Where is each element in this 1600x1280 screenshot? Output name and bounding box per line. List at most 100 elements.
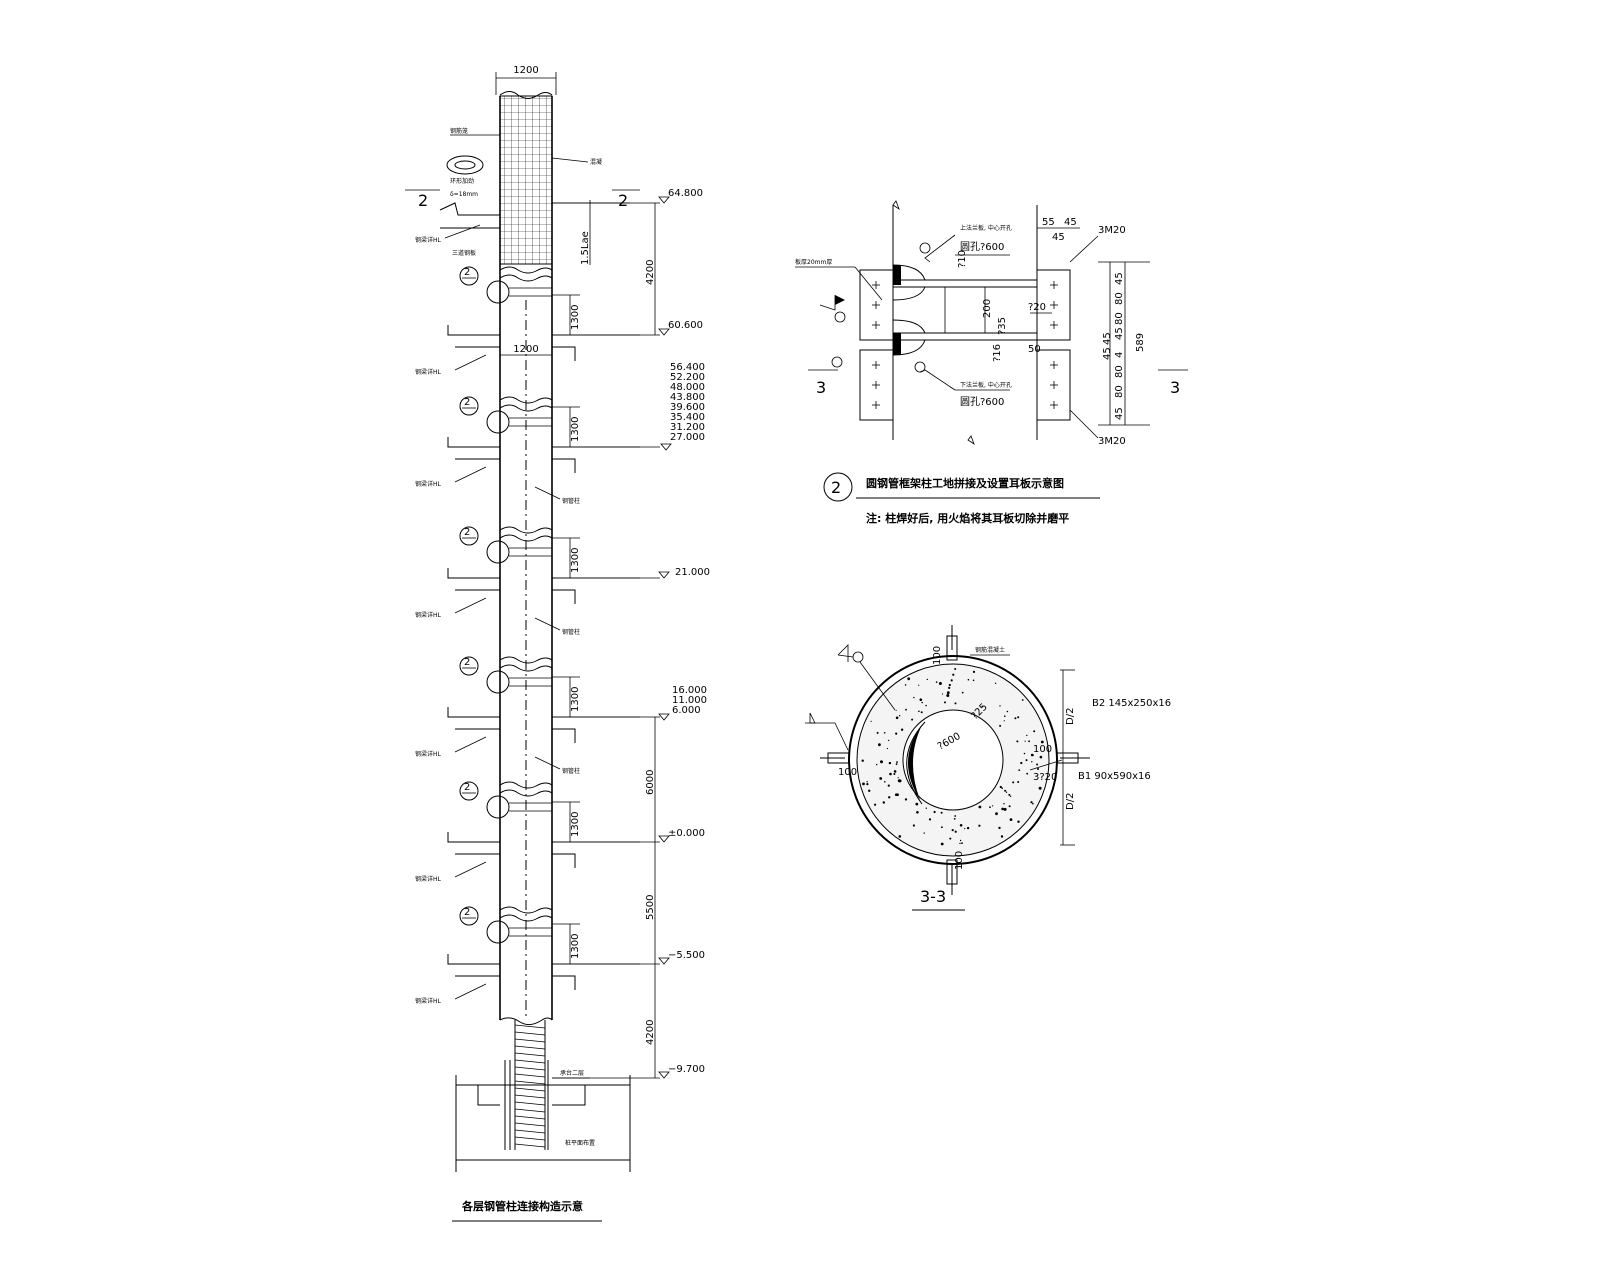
svg-text:45: 45 — [1114, 272, 1125, 285]
segment-height: 1300 — [570, 812, 581, 837]
svg-text:下法兰板, 中心开孔: 下法兰板, 中心开孔 — [960, 381, 1012, 389]
svg-text:100: 100 — [1033, 744, 1052, 755]
svg-text:80: 80 — [1114, 312, 1125, 325]
splice-segment: 2 1300 钢梁详HL 钢管柱 — [415, 396, 640, 505]
svg-text:80: 80 — [1114, 292, 1125, 305]
detail-mark: 2 — [464, 907, 470, 918]
svg-text:4: 4 — [1114, 352, 1125, 358]
svg-text:48.000: 48.000 — [670, 382, 705, 393]
svg-text:45: 45 — [1102, 332, 1113, 345]
svg-text:3: 3 — [1170, 378, 1180, 397]
beam-label: 钢梁详HL — [415, 997, 442, 1005]
column-width-label: 1200 — [513, 65, 538, 76]
svg-text:钢梁详HL: 钢梁详HL — [415, 236, 442, 244]
svg-text:3: 3 — [816, 378, 826, 397]
segment-height: 1300 — [570, 417, 581, 442]
svg-text:52.200: 52.200 — [670, 372, 705, 383]
svg-text:55: 55 — [1042, 217, 1055, 228]
pipe-label: 钢管柱 — [562, 497, 580, 505]
bolt — [872, 301, 880, 309]
anchor-length: 1.5Lae — [580, 231, 591, 265]
svg-text:板厚20mm厚: 板厚20mm厚 — [795, 258, 832, 266]
elev-60600: 60.600 — [668, 320, 703, 331]
svg-text:50: 50 — [1028, 344, 1041, 355]
svg-text:6000: 6000 — [645, 770, 656, 795]
svg-text:上法兰板, 中心开孔: 上法兰板, 中心开孔 — [960, 224, 1012, 232]
svg-text:?10: ?10 — [957, 250, 968, 268]
svg-text:?16: ?16 — [992, 344, 1003, 362]
column-elevation: 1200 钢筋笼 混凝 环形加劲 δ=18mm 2 2 1.5Lae 钢梁详HL… — [405, 65, 710, 1222]
segment-height: 1300 — [570, 548, 581, 573]
beam-label: 钢梁详HL — [415, 611, 442, 619]
detail-mark: 2 — [464, 397, 470, 408]
section-mark-left: 2 — [418, 191, 428, 210]
bolt — [872, 381, 880, 389]
svg-text:100: 100 — [838, 767, 857, 778]
detail-number: 2 — [831, 478, 841, 497]
splice-segment: 2 1300 钢梁详HL — [415, 906, 640, 1005]
section-title: 3-3 — [920, 887, 946, 906]
svg-text:5500: 5500 — [645, 895, 656, 920]
svg-text:钢筋笼: 钢筋笼 — [450, 127, 468, 135]
svg-text:16.000: 16.000 — [672, 685, 707, 696]
svg-text:−9.700: −9.700 — [668, 1064, 705, 1075]
svg-text:1200: 1200 — [513, 344, 538, 355]
svg-text:3?20: 3?20 — [1033, 772, 1057, 783]
svg-text:混凝: 混凝 — [590, 158, 602, 166]
plate-thickness: δ=18mm — [450, 191, 478, 198]
detail-mark: 2 — [464, 527, 470, 538]
svg-text:4200: 4200 — [645, 1020, 656, 1045]
total-dim: 589 — [1135, 333, 1146, 352]
svg-text:45: 45 — [1052, 232, 1065, 243]
beam-label: 钢梁详HL — [415, 480, 442, 488]
beam-label: 钢梁详HL — [415, 368, 442, 376]
bolts-bottom: 3M20 — [1098, 436, 1126, 447]
bolt — [872, 281, 880, 289]
svg-text:承台二层: 承台二层 — [560, 1069, 584, 1077]
svg-text:80: 80 — [1114, 385, 1125, 398]
svg-text:100: 100 — [954, 851, 965, 870]
segment-height: 1300 — [570, 687, 581, 712]
svg-text:6.000: 6.000 — [672, 705, 701, 716]
svg-text:−5.500: −5.500 — [668, 950, 705, 961]
splice-segment: 2 1300 钢梁详HL — [415, 781, 640, 883]
detail-mark: 2 — [464, 657, 470, 668]
beam-label: 钢梁详HL — [415, 750, 442, 758]
bolt — [1050, 381, 1058, 389]
detail-2-splice: 上法兰板, 中心开孔 圆孔?600 下法兰板, 中心开孔 圆孔?600 板厚20… — [795, 200, 1188, 525]
svg-text:?35: ?35 — [997, 317, 1008, 335]
svg-text:200: 200 — [982, 299, 993, 318]
detail-note: 注: 柱焊好后, 用火焰将其耳板切除并磨平 — [866, 511, 1069, 525]
svg-text:45: 45 — [1114, 327, 1125, 340]
svg-text:圆孔?600: 圆孔?600 — [960, 396, 1004, 408]
svg-text:4200: 4200 — [645, 260, 656, 285]
svg-text:钢筋混凝土: 钢筋混凝土 — [975, 646, 1005, 654]
svg-text:±0.000: ±0.000 — [668, 828, 705, 839]
bolt — [1050, 301, 1058, 309]
bolt — [872, 321, 880, 329]
svg-text:11.000: 11.000 — [672, 695, 707, 706]
svg-text:圆孔?600: 圆孔?600 — [960, 241, 1004, 253]
segment-height: 1300 — [570, 305, 581, 330]
svg-text:27.000: 27.000 — [670, 432, 705, 443]
svg-text:43.800: 43.800 — [670, 392, 705, 403]
segment-height: 1300 — [570, 934, 581, 959]
detail-mark: 2 — [464, 782, 470, 793]
svg-text:21.000: 21.000 — [675, 567, 710, 578]
beam-label: 钢梁详HL — [415, 875, 442, 883]
svg-text:45: 45 — [1102, 347, 1113, 360]
bolt — [872, 361, 880, 369]
svg-text:100: 100 — [932, 646, 943, 665]
elevation-caption: 各层钢管柱连接构造示意 — [461, 1199, 583, 1213]
svg-text:45: 45 — [1114, 407, 1125, 420]
svg-text:56.400: 56.400 — [670, 362, 705, 373]
svg-text:45: 45 — [1064, 217, 1077, 228]
svg-text:?20: ?20 — [1028, 302, 1046, 313]
bolts-top: 3M20 — [1098, 225, 1126, 236]
plate-b1: B1 90x590x16 — [1078, 771, 1151, 782]
section-mark-right: 2 — [618, 191, 628, 210]
